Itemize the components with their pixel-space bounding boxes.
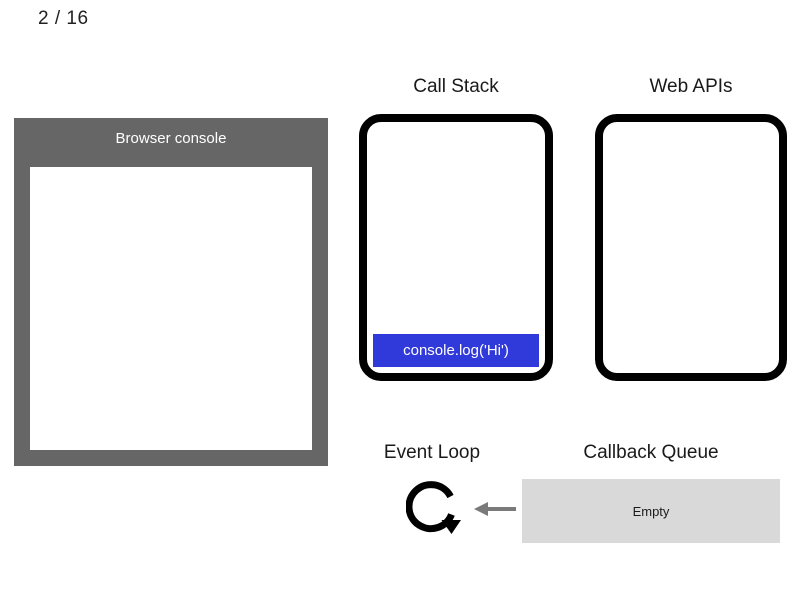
- call-stack-frame: console.log('Hi'): [373, 334, 539, 367]
- call-stack-label: Call Stack: [413, 76, 499, 97]
- browser-console-output: [30, 167, 312, 179]
- event-loop-label: Event Loop: [383, 442, 481, 463]
- call-stack-panel: console.log('Hi'): [359, 114, 553, 381]
- web-apis-label: Web APIs: [649, 76, 733, 97]
- call-stack-frames: console.log('Hi'): [367, 334, 545, 367]
- slide-counter: 2 / 16: [38, 8, 89, 29]
- browser-console-panel: Browser console: [14, 118, 328, 466]
- arrow-left-icon: [474, 498, 516, 520]
- circular-arrow-icon: [405, 478, 466, 540]
- callback-queue-label: Callback Queue: [583, 442, 719, 463]
- browser-console-title: Browser console: [115, 130, 227, 147]
- web-apis-panel: [595, 114, 787, 381]
- callback-queue-box: Empty: [522, 479, 780, 543]
- browser-console-screen: [30, 167, 312, 450]
- callback-queue-status: Empty: [632, 503, 670, 519]
